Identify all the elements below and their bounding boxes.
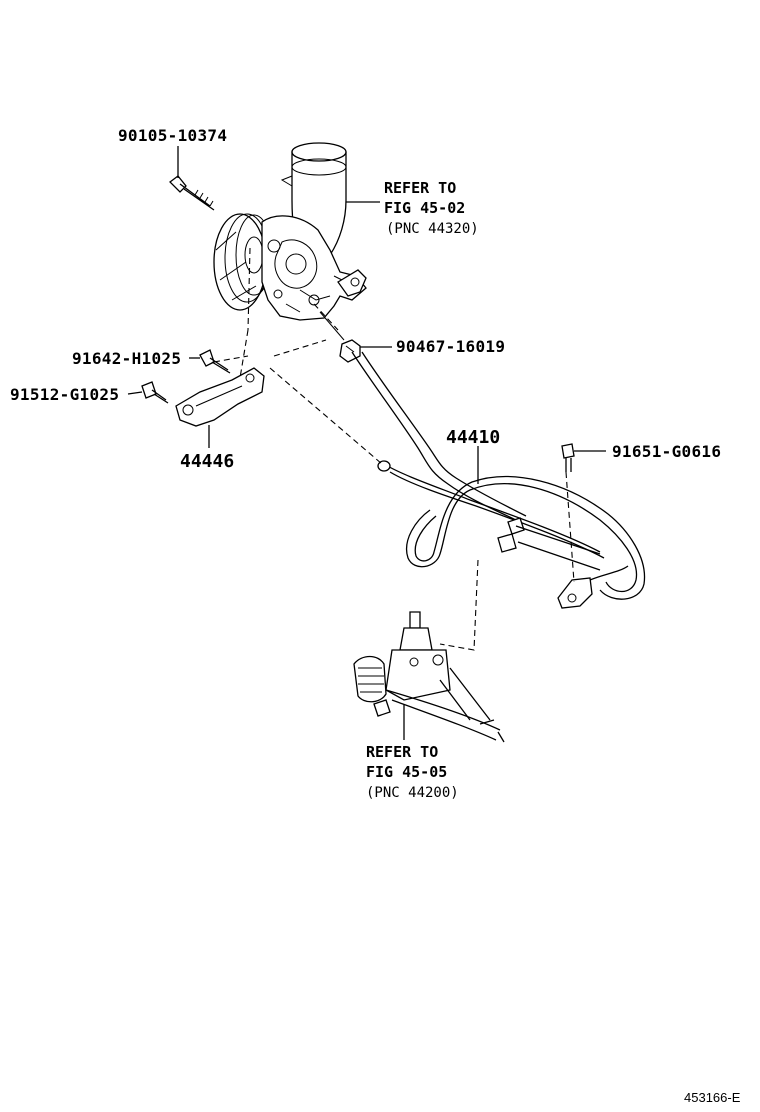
ref-reservoir-line1: REFER TO — [384, 179, 456, 197]
ref-reservoir-pnc: (PNC 44320) — [386, 221, 479, 237]
label-91512-G1025: 91512-G1025 — [10, 385, 119, 404]
power-steering-pump — [213, 142, 367, 341]
ref-reservoir-line2: FIG 45-02 — [384, 199, 465, 217]
dashed-guide-lines — [213, 247, 575, 651]
diagram-code: 453166-E — [684, 1090, 741, 1105]
steering-gear — [353, 611, 505, 743]
bolt-91651-G0616 — [561, 443, 575, 472]
label-90467-16019: 90467-16019 — [396, 337, 505, 356]
label-44446: 44446 — [180, 451, 234, 472]
label-91651-G0616: 91651-G0616 — [612, 442, 721, 461]
ref-gear-line1: REFER TO — [366, 743, 438, 761]
bracket-44446 — [175, 367, 265, 427]
ref-gear-pnc: (PNC 44200) — [366, 785, 459, 801]
bolt-90105-10374 — [169, 175, 215, 211]
label-90105-10374: 90105-10374 — [118, 126, 227, 145]
label-44410: 44410 — [446, 427, 500, 448]
ref-gear-line2: FIG 45-05 — [366, 763, 447, 781]
pressure-feed-tube-44410 — [351, 351, 646, 609]
label-91642-H1025: 91642-H1025 — [72, 349, 181, 368]
bolt-91512-G1025 — [141, 381, 169, 404]
